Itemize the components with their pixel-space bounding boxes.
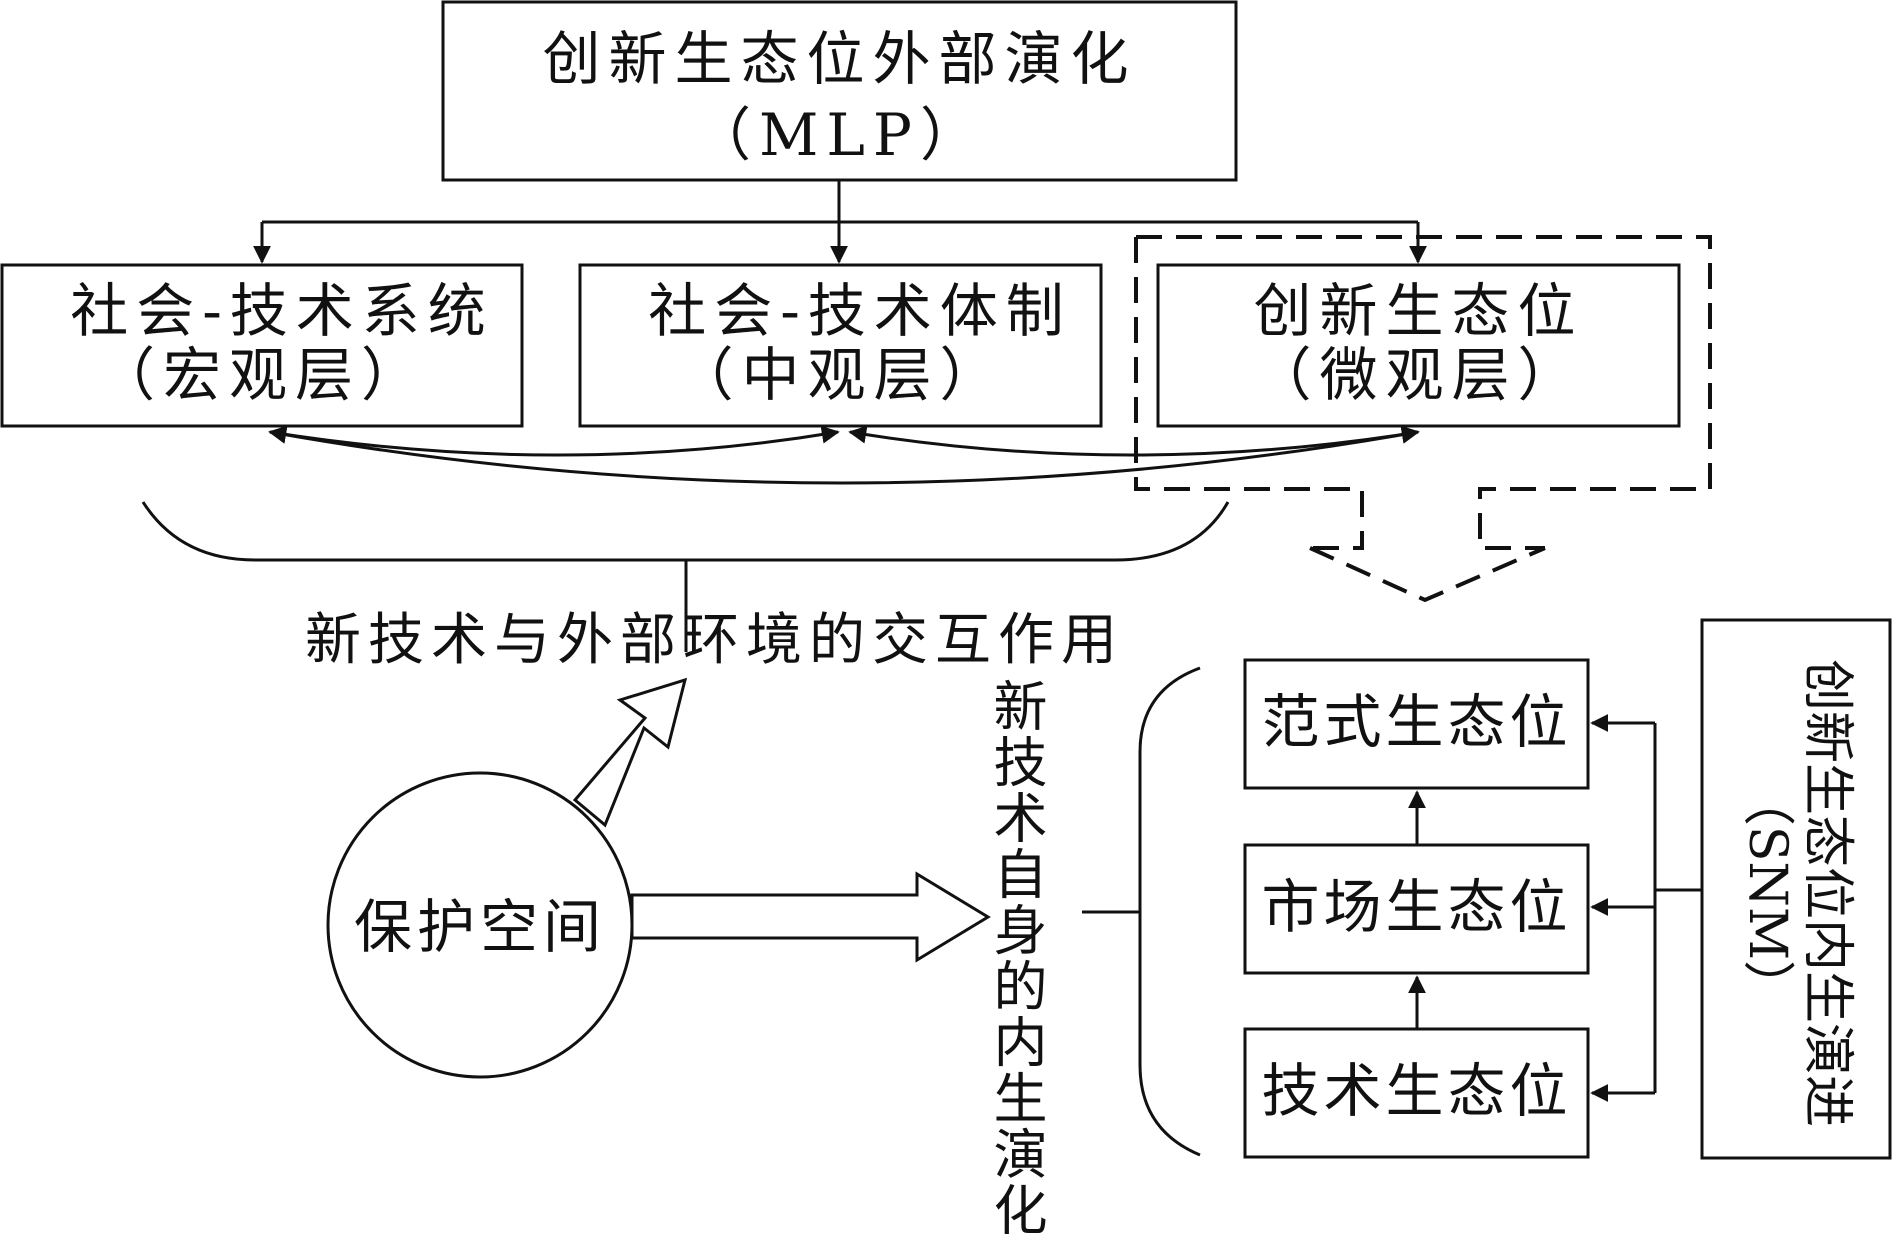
arrow-to-interaction (572, 677, 688, 828)
level-name-micro: 创新生态位 (1253, 277, 1584, 345)
niche-box-technology (1243, 1027, 1590, 1159)
snm-connector (1590, 714, 1702, 1102)
mlp-branch-connector (253, 180, 1427, 264)
endogenous-label: 新技术自身的内生演化 (984, 678, 1047, 1238)
arrow-to-endogenous (630, 871, 991, 963)
snm-title: 创新生态位内生演进 (1797, 658, 1857, 1127)
snm-abbr: （SNM） (1737, 773, 1798, 1013)
snm-label: 创新生态位内生演进 （SNM） (1736, 643, 1857, 1143)
level-name-macro: 社会-技术系统 (70, 277, 494, 345)
level-box-macro (0, 263, 524, 428)
niche-label-paradigm: 范式生态位 (1261, 688, 1572, 756)
niche-box-market (1243, 843, 1590, 975)
level-layer-micro: （微观层） (1253, 341, 1584, 409)
niche-label-market: 市场生态位 (1261, 873, 1572, 941)
level-box-meso (578, 263, 1103, 428)
vertical-brace (1082, 666, 1201, 1157)
interaction-curves (268, 425, 1420, 485)
niche-label-technology: 技术生态位 (1261, 1057, 1572, 1125)
snm-box (1700, 618, 1892, 1160)
level-box-micro (1156, 263, 1681, 428)
protected-space-label: 保护空间 (353, 893, 606, 961)
interaction-label: 新技术与外部环境的交互作用 (305, 608, 1124, 673)
dashed-niche-outline (1134, 235, 1712, 603)
level-layer-meso: （中观层） (675, 341, 1006, 409)
level-name-meso: 社会-技术体制 (648, 277, 1072, 345)
horizontal-brace (141, 501, 1230, 652)
mlp-box (441, 0, 1238, 182)
mlp-abbr: （MLP） (693, 101, 986, 169)
level-layer-macro: （宏观层） (96, 341, 427, 409)
niche-box-paradigm (1243, 658, 1590, 790)
mlp-title: 创新生态位外部演化 (542, 25, 1137, 93)
